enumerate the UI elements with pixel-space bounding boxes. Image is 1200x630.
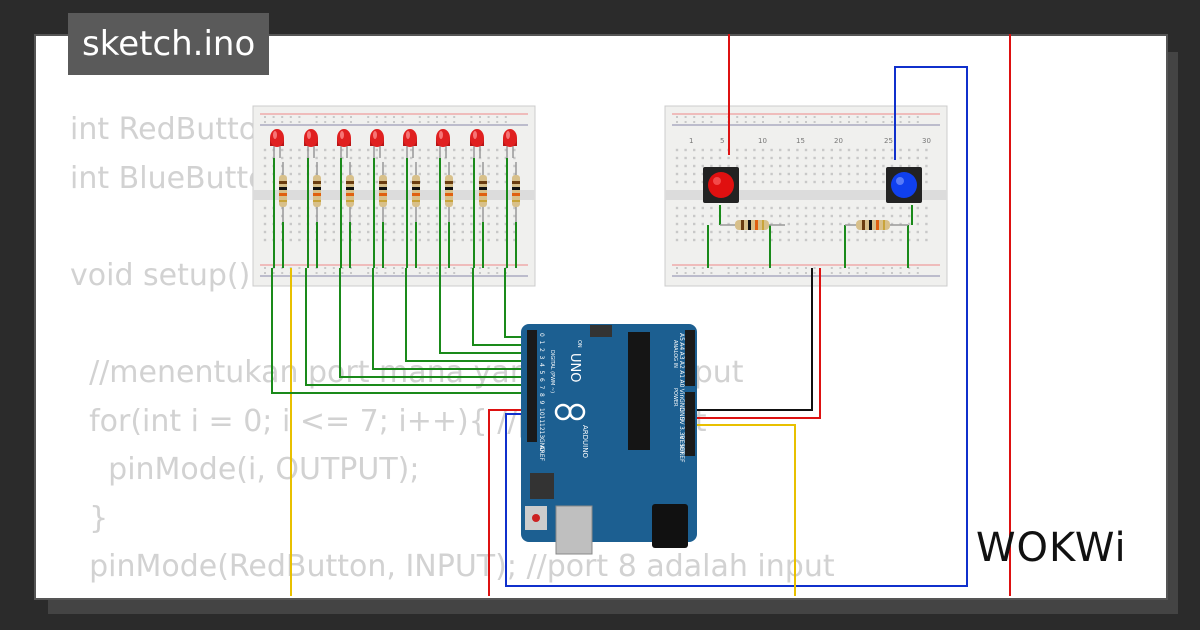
- bb-number: 1: [689, 137, 693, 145]
- pin-label: GND: [678, 398, 685, 412]
- resistor[interactable]: [313, 162, 321, 222]
- red-led[interactable]: [370, 129, 384, 158]
- pin-label: RESET: [678, 435, 685, 455]
- red-wire[interactable]: [690, 268, 821, 419]
- green-wire[interactable]: [339, 268, 528, 378]
- left-jumpers: [273, 158, 517, 268]
- black-wire[interactable]: [690, 268, 813, 411]
- resistor[interactable]: [720, 220, 785, 230]
- red-push-button[interactable]: [703, 167, 739, 203]
- red-led[interactable]: [337, 129, 351, 158]
- code-line: }: [70, 500, 109, 536]
- arduino-uno[interactable]: UNO ARDUINO DIGITAL (PWM ~) POWER ANALOG…: [521, 324, 697, 555]
- power-header: [685, 392, 695, 456]
- code-line: int RedButton: [70, 112, 277, 147]
- blue-wire[interactable]: [505, 66, 968, 587]
- pin-label: 5: [538, 371, 545, 375]
- pin-label: GND: [538, 438, 545, 452]
- green-wire[interactable]: [305, 268, 528, 386]
- power-label: POWER: [672, 388, 678, 407]
- power-jack: [652, 504, 688, 548]
- red-led[interactable]: [470, 129, 484, 158]
- board-model: UNO: [567, 353, 582, 382]
- usb-port: [555, 505, 593, 555]
- code-line: void setup(): [70, 257, 251, 293]
- pin-label: 0: [538, 333, 545, 337]
- pin-label: 8: [538, 393, 545, 397]
- led-array: [270, 129, 520, 222]
- pin-label: 3.3V: [678, 426, 685, 441]
- pin-label: IOREF: [678, 445, 685, 463]
- pin-label: 4: [538, 363, 545, 367]
- pin-label: 11: [538, 416, 545, 424]
- pin-label: 7: [538, 386, 545, 390]
- pin-label: A5: [678, 333, 685, 341]
- analog-header: [685, 330, 695, 386]
- pin-label: 9: [538, 401, 545, 405]
- pin-label: AREF: [538, 446, 545, 462]
- digital-label: DIGITAL (PWM ~): [549, 350, 555, 393]
- resistor[interactable]: [412, 162, 420, 222]
- pin-label: 6: [538, 378, 545, 382]
- yellow-wire[interactable]: [690, 424, 796, 596]
- resistor[interactable]: [346, 162, 354, 222]
- resistor[interactable]: [445, 162, 453, 222]
- pin-label: A3: [678, 352, 685, 360]
- red-led[interactable]: [270, 129, 284, 158]
- green-wires: [271, 268, 528, 394]
- pin-label: A4: [678, 342, 685, 350]
- green-wire[interactable]: [504, 268, 528, 338]
- resistor[interactable]: [379, 162, 387, 222]
- pin-label: 1: [538, 341, 545, 345]
- red-led[interactable]: [403, 129, 417, 158]
- file-tab[interactable]: sketch.ino: [68, 13, 270, 75]
- digital-header: [527, 330, 537, 442]
- red-led[interactable]: [304, 129, 318, 158]
- board-vendor: ARDUINO: [581, 425, 589, 458]
- green-wire[interactable]: [271, 268, 528, 394]
- pin-label: A0: [678, 380, 685, 388]
- on-label: ON: [576, 340, 582, 348]
- bb-number: 20: [834, 137, 843, 145]
- analog-label: ANALOG IN: [672, 340, 678, 368]
- pin-label: A2: [678, 361, 685, 369]
- pin-label: 12: [538, 423, 545, 431]
- right-jumpers: [707, 205, 913, 268]
- red-led[interactable]: [503, 129, 517, 158]
- pin-label: GND: [678, 407, 685, 421]
- pin-label: 5V: [678, 417, 685, 426]
- code-line: pinMode(i, OUTPUT);: [70, 452, 420, 488]
- resistor[interactable]: [512, 162, 520, 222]
- bb-number: 10: [758, 137, 767, 145]
- resistor[interactable]: [845, 220, 908, 230]
- left-breadboard: [252, 105, 536, 287]
- resistor[interactable]: [479, 162, 487, 222]
- pin-label: A1: [678, 370, 685, 378]
- project-card: int RedButton int BlueButton void setup(…: [34, 34, 1168, 600]
- pin-label: 10: [538, 408, 545, 416]
- red-led[interactable]: [436, 129, 450, 158]
- pin-label: 13: [538, 431, 545, 439]
- green-wire[interactable]: [472, 268, 528, 346]
- bb-number: 5: [720, 137, 724, 145]
- pin-label: 2: [538, 348, 545, 352]
- resistor[interactable]: [279, 162, 287, 222]
- bb-number: 30: [922, 137, 931, 145]
- blue-push-button[interactable]: [886, 167, 922, 203]
- bb-number: 15: [796, 137, 805, 145]
- arduino-logo-icon: [554, 403, 586, 421]
- code-line: pinMode(RedButton, INPUT); //port 8 adal…: [70, 549, 835, 585]
- atmega-chip: [628, 332, 650, 450]
- wokwi-logo: WOKWi: [976, 525, 1127, 571]
- green-wire[interactable]: [439, 268, 528, 354]
- bb-number: 25: [884, 137, 893, 145]
- green-wire[interactable]: [405, 268, 528, 362]
- green-wire[interactable]: [372, 268, 528, 370]
- pin-label: Vin: [678, 389, 685, 399]
- pin-label: 3: [538, 356, 545, 360]
- red-wire[interactable]: [488, 409, 521, 596]
